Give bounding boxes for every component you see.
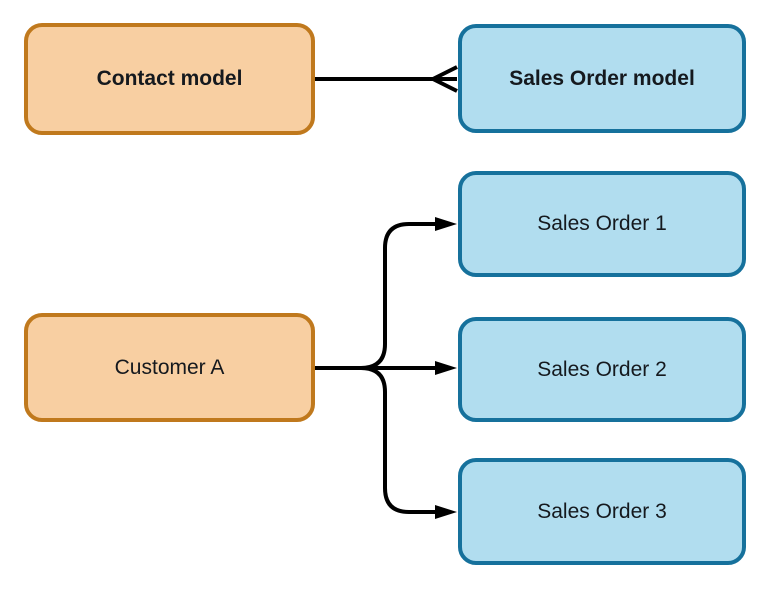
edge-customer-to-sales-orders — [315, 222, 437, 514]
edge-customer-to-so3 — [315, 366, 437, 514]
node-customer-a: Customer A — [24, 313, 315, 422]
node-contact-model: Contact model — [24, 23, 315, 135]
arrowhead-icon — [435, 361, 457, 375]
node-sales-order-2-label: Sales Order 2 — [537, 357, 667, 381]
crow-foot-many-icon — [432, 65, 458, 93]
node-sales-order-2: Sales Order 2 — [458, 317, 746, 422]
edge-customer-to-so1 — [315, 222, 437, 370]
node-contact-model-label: Contact model — [96, 67, 243, 90]
edge-contact-to-sales-order-model — [315, 65, 458, 93]
node-sales-order-model: Sales Order model — [458, 24, 746, 133]
node-customer-a-label: Customer A — [114, 355, 225, 379]
node-sales-order-3-label: Sales Order 3 — [537, 499, 667, 523]
arrowheads — [435, 217, 457, 519]
node-sales-order-1-label: Sales Order 1 — [537, 212, 667, 235]
node-sales-order-1: Sales Order 1 — [458, 171, 746, 277]
arrowhead-icon — [435, 505, 457, 519]
node-sales-order-3: Sales Order 3 — [458, 458, 746, 565]
node-sales-order-model-label: Sales Order model — [509, 66, 695, 90]
arrowhead-icon — [435, 217, 457, 231]
